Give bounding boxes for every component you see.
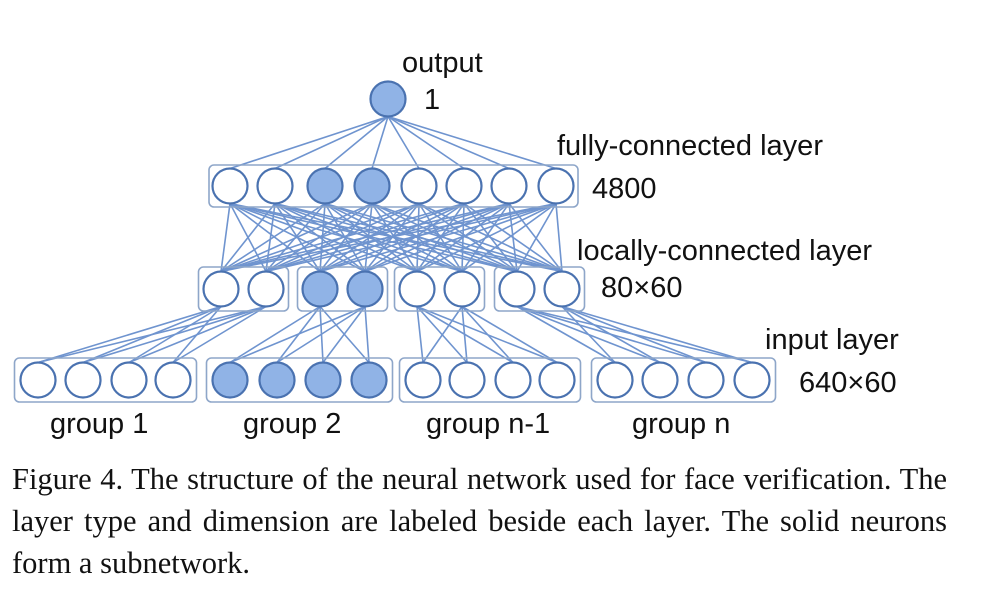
input-group-box	[13, 357, 198, 403]
output-neuron	[369, 80, 407, 118]
input-neuron	[404, 361, 442, 399]
network-diagram: output 1 fully-connected layer 4800 loca…	[13, 47, 899, 440]
input-neuron	[211, 361, 249, 399]
locally-connected-neuron	[301, 270, 339, 308]
fully-connected-neuron	[490, 167, 528, 205]
input-neuron	[687, 361, 725, 399]
input-neuron	[64, 361, 102, 399]
fully-connected-neuron	[445, 167, 483, 205]
input-neuron	[350, 361, 388, 399]
fully-connected-box	[208, 164, 579, 208]
locally-connected-neuron	[202, 270, 240, 308]
locally-connected-neuron	[346, 270, 384, 308]
group-label-n: group n	[632, 408, 730, 440]
output-layer-size: 1	[424, 84, 440, 116]
group-label-2: group 2	[243, 408, 341, 440]
input-layer-size: 640×60	[799, 367, 897, 399]
input-neuron	[733, 361, 771, 399]
input-neuron	[19, 361, 57, 399]
locally-connected-neuron	[398, 270, 436, 308]
input-group-box	[398, 357, 582, 403]
locally-connected-neuron	[498, 270, 536, 308]
output-layer-name: output	[402, 47, 483, 79]
input-neuron	[538, 361, 576, 399]
input-group-box	[205, 357, 394, 403]
locally-connected-group-box	[197, 266, 290, 312]
fully-connected-neuron	[306, 167, 344, 205]
input-neuron	[154, 361, 192, 399]
input-neuron	[258, 361, 296, 399]
group-boxes	[13, 164, 777, 403]
locally-connected-layer-name: locally-connected layer	[577, 235, 872, 267]
input-neuron	[304, 361, 342, 399]
input-neuron	[448, 361, 486, 399]
locally-connected-layer-size: 80×60	[601, 272, 682, 304]
input-neuron	[596, 361, 634, 399]
fully-connected-neuron	[211, 167, 249, 205]
locally-connected-group-box	[493, 266, 586, 312]
locally-connected-neuron	[247, 270, 285, 308]
input-neuron	[494, 361, 532, 399]
locally-connected-group-box	[393, 266, 486, 312]
locally-connected-neuron	[543, 270, 581, 308]
input-layer-name: input layer	[765, 324, 899, 356]
connection-edges	[37, 115, 753, 364]
fully-connected-neuron	[537, 167, 575, 205]
fully-connected-neuron	[400, 167, 438, 205]
locally-connected-group-box	[296, 266, 389, 312]
input-group-box	[590, 357, 777, 403]
group-label-1: group 1	[50, 408, 148, 440]
group-label-n-minus-1: group n-1	[426, 408, 550, 440]
fully-connected-neuron	[353, 167, 391, 205]
fully-connected-layer-size: 4800	[592, 173, 657, 205]
input-neuron	[641, 361, 679, 399]
fully-connected-layer-name: fully-connected layer	[557, 130, 823, 162]
fully-connected-neuron	[256, 167, 294, 205]
locally-connected-neuron	[443, 270, 481, 308]
figure-caption: Figure 4. The structure of the neural ne…	[12, 462, 947, 580]
input-neuron	[110, 361, 148, 399]
neurons	[19, 80, 771, 399]
